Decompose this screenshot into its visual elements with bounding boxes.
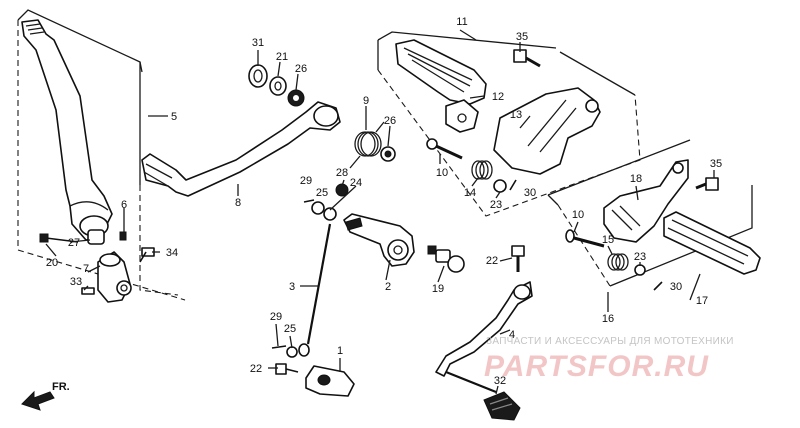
callout-20: 20 bbox=[46, 257, 58, 269]
callout-35: 35 bbox=[710, 158, 722, 170]
callout-19: 19 bbox=[432, 283, 444, 295]
callout-24: 24 bbox=[350, 177, 362, 189]
callout-17: 17 bbox=[696, 295, 708, 307]
callout-7: 7 bbox=[83, 263, 89, 275]
callout-26: 26 bbox=[384, 115, 396, 127]
front-direction-label: FR. bbox=[52, 381, 70, 393]
callout-10: 10 bbox=[572, 209, 584, 221]
callout-29: 29 bbox=[300, 175, 312, 187]
callout-labels: 31 21 26 9 26 11 35 12 13 5 10 14 23 30 … bbox=[46, 16, 722, 387]
bolt-33 bbox=[81, 287, 95, 295]
front-arrow-icon bbox=[21, 390, 55, 411]
kick-boss bbox=[97, 251, 132, 303]
bolt-34 bbox=[139, 247, 155, 263]
washer-25a bbox=[311, 201, 325, 215]
watermark-logo: PARTSFOR.RU bbox=[484, 350, 709, 383]
callout-12: 12 bbox=[492, 91, 504, 103]
brake-rod-joint-1 bbox=[305, 365, 355, 397]
callout-9: 9 bbox=[363, 95, 369, 107]
callout-6: 6 bbox=[121, 199, 127, 211]
callout-3: 3 bbox=[289, 281, 295, 293]
spring-14 bbox=[471, 160, 493, 180]
pin-10a bbox=[426, 138, 463, 160]
callout-21: 21 bbox=[276, 51, 288, 63]
footpeg-bracket-13 bbox=[493, 87, 601, 175]
callout-23: 23 bbox=[634, 251, 646, 263]
shift-rubber-32 bbox=[483, 391, 521, 421]
brake-arm-2 bbox=[343, 213, 415, 267]
spring-15 bbox=[607, 253, 629, 271]
callout-16: 16 bbox=[602, 313, 614, 325]
watermark: ЗАПЧАСТИ И АКСЕССУАРЫ ДЛЯ МОТОТЕХНИКИ PA… bbox=[484, 336, 734, 383]
callout-29: 29 bbox=[270, 311, 282, 323]
callout-33: 33 bbox=[70, 276, 82, 288]
callout-23: 23 bbox=[490, 199, 502, 211]
brake-pedal bbox=[141, 101, 341, 197]
callout-14: 14 bbox=[464, 187, 476, 199]
callout-32: 32 bbox=[494, 375, 506, 387]
oring-26a bbox=[287, 89, 305, 107]
cotter-pin-29a bbox=[303, 199, 315, 203]
callout-1: 1 bbox=[337, 345, 343, 357]
callout-22: 22 bbox=[486, 255, 498, 267]
washer-25b bbox=[286, 346, 298, 358]
footpeg-12 bbox=[395, 39, 487, 133]
callout-15: 15 bbox=[602, 234, 614, 246]
washer-6 bbox=[119, 231, 127, 241]
callout-35: 35 bbox=[516, 31, 528, 43]
callout-25: 25 bbox=[284, 323, 296, 335]
front-direction-indicator: FR. bbox=[21, 381, 70, 411]
washer-23a bbox=[493, 179, 507, 193]
cotter-pin-30a bbox=[509, 179, 517, 191]
cotter-pin-30b bbox=[653, 281, 663, 291]
callout-10: 10 bbox=[436, 167, 448, 179]
callout-34: 34 bbox=[166, 247, 178, 259]
bolt-22b bbox=[275, 363, 299, 375]
callout-26: 26 bbox=[295, 63, 307, 75]
bolt-22a bbox=[511, 245, 525, 272]
callout-22: 22 bbox=[250, 363, 262, 375]
pin-24 bbox=[323, 207, 337, 221]
stop-switch-19 bbox=[427, 245, 465, 273]
bolt-35b bbox=[695, 177, 719, 191]
oil-seal-31 bbox=[248, 64, 268, 88]
footpeg-17 bbox=[663, 211, 761, 275]
callout-25: 25 bbox=[316, 187, 328, 199]
callout-5: 5 bbox=[171, 111, 177, 123]
callout-4: 4 bbox=[509, 329, 515, 341]
callout-18: 18 bbox=[630, 173, 642, 185]
cotter-pin-29b bbox=[271, 345, 287, 349]
callout-31: 31 bbox=[252, 37, 264, 49]
callout-27: 27 bbox=[68, 237, 80, 249]
oring-26b bbox=[380, 146, 396, 162]
leader-lines bbox=[45, 29, 715, 395]
watermark-subtitle: ЗАПЧАСТИ И АКСЕССУАРЫ ДЛЯ МОТОТЕХНИКИ bbox=[486, 336, 734, 347]
callout-13: 13 bbox=[510, 109, 522, 121]
pin-10b bbox=[565, 229, 605, 248]
callout-2: 2 bbox=[385, 281, 391, 293]
return-spring-9 bbox=[349, 121, 385, 169]
callout-28: 28 bbox=[336, 167, 348, 179]
gearshift-pedal-4 bbox=[435, 281, 533, 394]
callout-8: 8 bbox=[235, 197, 241, 209]
washer-23b bbox=[634, 264, 646, 276]
collar-21 bbox=[269, 76, 287, 96]
footpeg-bracket-18 bbox=[603, 159, 689, 243]
callout-30: 30 bbox=[670, 281, 682, 293]
callout-30: 30 bbox=[524, 187, 536, 199]
bolt-35a bbox=[513, 49, 541, 68]
callout-11: 11 bbox=[456, 16, 467, 28]
kick-starter-arm bbox=[21, 19, 113, 245]
brake-rod-3 bbox=[298, 223, 332, 357]
